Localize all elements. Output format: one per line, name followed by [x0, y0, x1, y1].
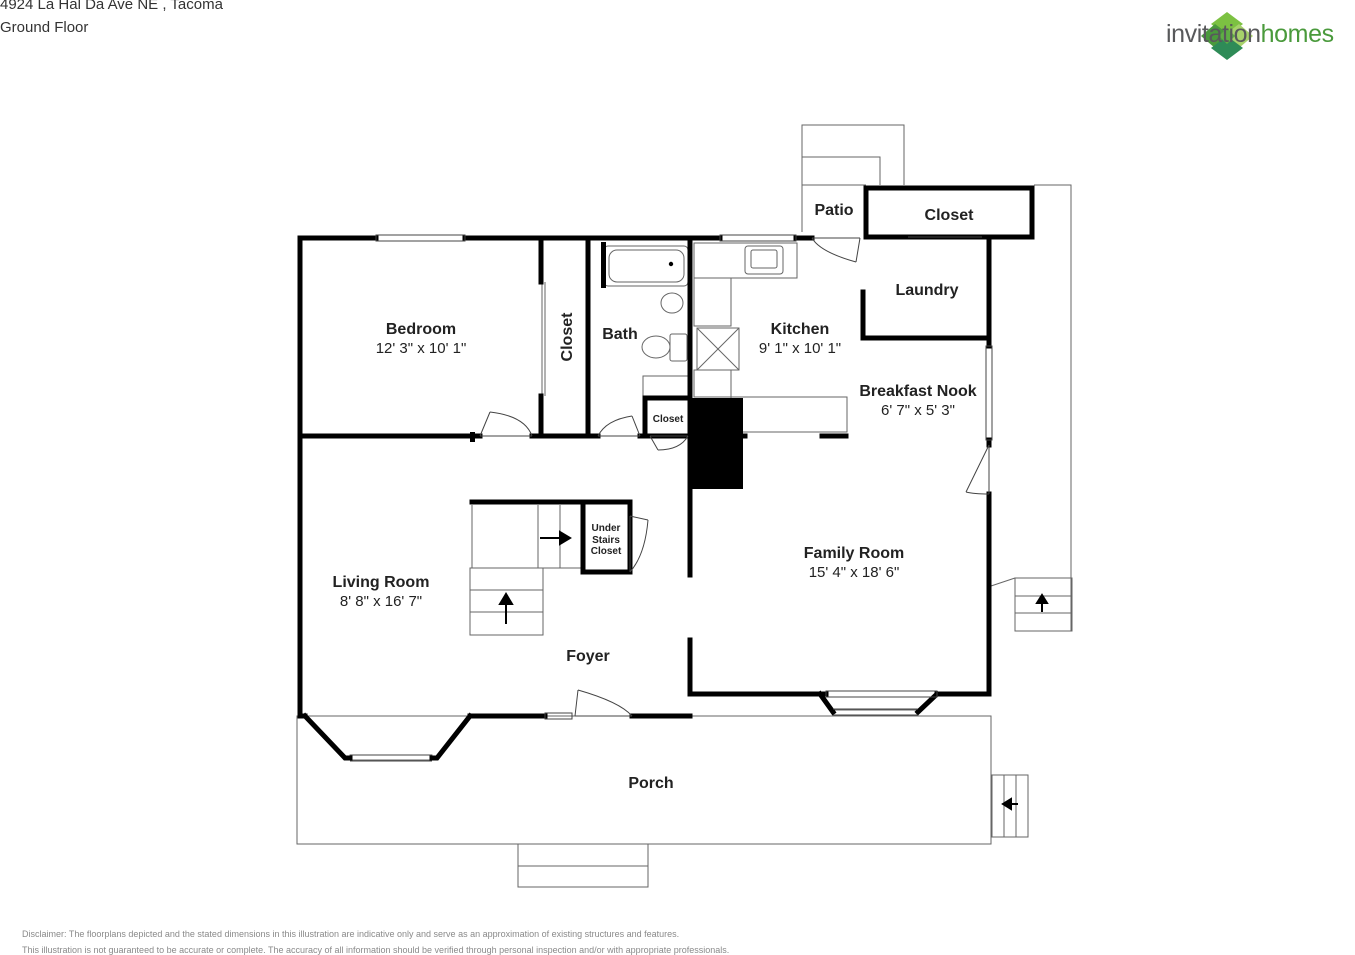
bath-sink — [660, 292, 684, 314]
room-label-closet-top: Closet — [925, 207, 975, 224]
arrow-right-icon — [559, 530, 572, 546]
room-label-bedroom: Bedroom — [386, 321, 456, 338]
toilet-bowl — [641, 335, 671, 359]
room-label-kitchen: Kitchen — [771, 321, 830, 338]
window-kitchen — [719, 234, 797, 242]
side-steps — [1014, 577, 1073, 632]
property-address: 4924 La Hal Da Ave NE , Tacoma — [0, 0, 223, 13]
family-window-fill — [832, 709, 919, 716]
door-small-closet — [649, 435, 689, 451]
window-living — [544, 712, 573, 720]
stove-x-2 — [696, 327, 740, 371]
room-label-breakfast-nook: Breakfast Nook — [859, 383, 976, 400]
diamond-cluster-logo-icon — [1201, 12, 1253, 60]
openings — [350, 234, 993, 762]
bath-vanity — [642, 375, 689, 397]
room-label-small-closet: Closet — [653, 414, 684, 425]
side-steps-rail — [990, 577, 1016, 587]
room-label-bath: Bath — [602, 326, 638, 343]
room-dims-bedroom: 12' 3" x 10' 1" — [376, 340, 467, 357]
room-label-bedroom-closet: Closet — [559, 312, 576, 362]
porch-steps — [991, 774, 1029, 838]
arrows — [498, 261, 1049, 811]
window-bay-left — [350, 754, 432, 762]
wall-stub-2 — [470, 432, 475, 442]
patio-step-1 — [802, 156, 881, 185]
wall-bay-left — [301, 712, 474, 761]
breakfast-bar — [730, 396, 848, 433]
arrow-up-icon-side — [1035, 593, 1049, 604]
room-label-foyer: Foyer — [566, 648, 610, 665]
room-dims-family-room: 15' 4" x 18' 6" — [809, 564, 900, 581]
arrow-up-icon — [498, 592, 514, 605]
wall-stub — [601, 242, 606, 288]
floor-label: Ground Floor — [0, 19, 89, 36]
room-dims-breakfast-nook: 6' 7" x 5' 3" — [881, 402, 955, 419]
wall-laundry — [860, 289, 992, 341]
kitchen-sink-basin — [750, 249, 778, 269]
door-patio — [811, 237, 861, 263]
room-label-laundry: Laundry — [895, 282, 958, 299]
arrow-left-icon — [1001, 797, 1012, 811]
door-front — [574, 689, 633, 717]
kitchen-counter-left — [693, 277, 732, 327]
window-family-bottom — [825, 690, 938, 698]
door-under-stairs — [629, 515, 649, 573]
walls — [297, 185, 1035, 761]
side-walkway — [1034, 184, 1072, 631]
company-logo-text: invitationhomes — [1166, 20, 1334, 49]
window-bedroom — [375, 234, 466, 242]
room-label-family-room: Family Room — [804, 545, 904, 562]
room-label-under-stairs-1: Under — [592, 523, 621, 534]
disclaimer-line-1: Disclaimer: The floorplans depicted and … — [22, 929, 680, 939]
patio-deck-outline — [801, 124, 905, 232]
bathtub-basin — [608, 249, 685, 283]
bathtub — [603, 245, 689, 287]
logo-text-part2: homes — [1260, 20, 1334, 48]
room-label-living-room: Living Room — [333, 574, 430, 591]
toilet-tank — [669, 333, 688, 362]
room-dims-kitchen: 9' 1" x 10' 1" — [759, 340, 841, 357]
room-label-patio: Patio — [814, 202, 853, 219]
kitchen-counter-lower — [693, 369, 732, 398]
tub-drain — [668, 261, 674, 267]
wall-small-closet — [642, 395, 691, 439]
room-label-under-stairs-3: Closet — [591, 546, 622, 557]
door-bath — [597, 415, 641, 437]
logo-text-part1: invitation — [1166, 20, 1261, 48]
chimney — [689, 398, 743, 489]
door-bedroom — [479, 411, 533, 437]
living-window-fill — [349, 754, 433, 761]
window-right — [985, 345, 993, 441]
room-label-under-stairs-2: Stairs — [592, 535, 620, 546]
room-label-porch: Porch — [628, 775, 673, 792]
kitchen-counter-top — [693, 242, 798, 279]
door-side — [965, 444, 990, 495]
room-dims-living-room: 8' 8" x 16' 7" — [340, 593, 422, 610]
disclaimer-line-2: This illustration is not guaranteed to b… — [22, 945, 730, 955]
window-bay-right — [833, 708, 918, 716]
kitchen-sink — [744, 245, 784, 275]
